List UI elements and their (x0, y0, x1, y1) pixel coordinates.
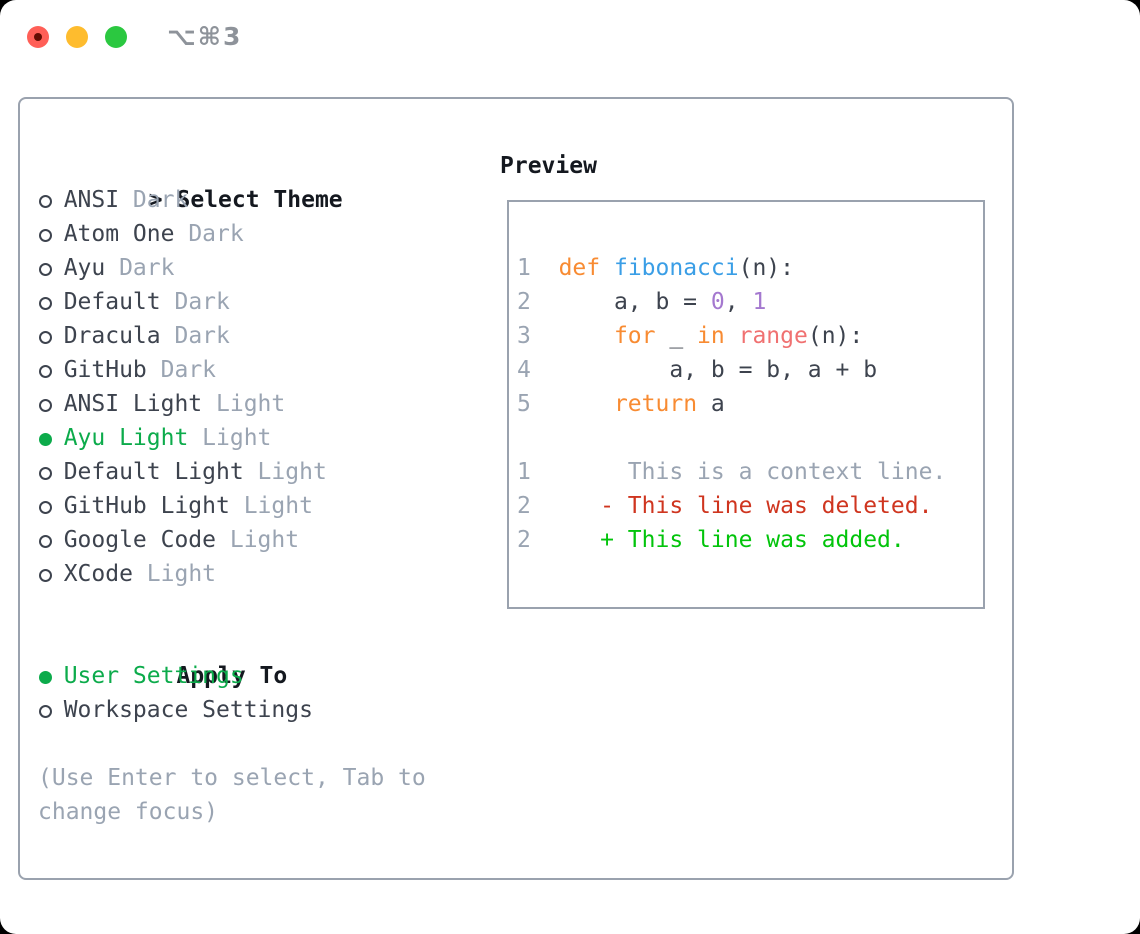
window-title: ⌥⌘3 (167, 22, 243, 51)
option-variant: Light (202, 391, 286, 417)
code-line: 3 for _ in range(n): (517, 323, 864, 349)
option-label: ANSI Light (63, 391, 203, 417)
option-variant: Dark (160, 289, 230, 315)
maximize-button[interactable] (105, 26, 127, 48)
theme-option[interactable]: Default Dark (38, 285, 486, 319)
spacer (38, 727, 486, 761)
theme-option[interactable]: XCode Light (38, 557, 486, 591)
option-variant: Dark (174, 221, 244, 247)
option-label: Google Code (63, 527, 217, 553)
radio-selected-icon (39, 671, 52, 684)
line-number (517, 425, 531, 451)
theme-option[interactable]: ANSI Light Light (38, 387, 486, 421)
theme-option[interactable]: Ayu Light Light (38, 421, 486, 455)
preview-header: Preview (500, 153, 597, 179)
minimize-button[interactable] (66, 26, 88, 48)
line-number: 1 (517, 459, 531, 485)
code-preview: 1 def fibonacci(n): 2 a, b = 0, 1 3 for _ … (517, 251, 946, 557)
code-line: 5 return a (517, 391, 725, 417)
apply-to-option[interactable]: User Settings (38, 659, 486, 693)
radio-icon (39, 535, 52, 548)
option-label: Dracula (63, 323, 161, 349)
radio-icon (39, 705, 52, 718)
radio-icon (39, 399, 52, 412)
radio-icon (39, 365, 52, 378)
radio-icon (39, 229, 52, 242)
spacer (38, 591, 486, 625)
option-label: Workspace Settings (63, 697, 313, 723)
line-number: 2 (517, 493, 531, 519)
line-number: 5 (517, 391, 531, 417)
option-variant: Dark (105, 255, 175, 281)
option-label: XCode (63, 561, 133, 587)
close-dot-icon (34, 33, 42, 41)
option-variant: Light (229, 493, 313, 519)
option-variant: Dark (160, 323, 230, 349)
radio-icon (39, 467, 52, 480)
line-number: 1 (517, 255, 531, 281)
close-button[interactable] (27, 26, 49, 48)
theme-option[interactable]: Default Light Light (38, 455, 486, 489)
radio-icon (39, 297, 52, 310)
apply-to-option[interactable]: Workspace Settings (38, 693, 486, 727)
line-number: 2 (517, 289, 531, 315)
option-variant: Dark (119, 187, 189, 213)
option-variant: Light (132, 561, 217, 587)
code-line: 2 a, b = 0, 1 (517, 289, 767, 315)
option-label: Ayu Light (63, 425, 189, 451)
apply-to-header: Apply To (38, 625, 486, 689)
theme-option[interactable]: Dracula Dark (38, 319, 486, 353)
option-label: Atom One (63, 221, 175, 247)
radio-icon (39, 263, 52, 276)
line-number: 3 (517, 323, 531, 349)
line-number: 2 (517, 527, 531, 553)
option-label: GitHub (63, 357, 147, 383)
code-line: 1 def fibonacci(n): (517, 255, 794, 281)
option-label: User Settings (63, 663, 244, 689)
radio-selected-icon (39, 433, 52, 446)
option-variant: Dark (146, 357, 217, 383)
hint-text: (Use Enter to select, Tab to change focu… (38, 765, 426, 825)
radio-icon (39, 501, 52, 514)
option-label: Default (63, 289, 161, 315)
cursor-icon: > (148, 187, 163, 213)
theme-option[interactable]: ANSI Dark (38, 183, 486, 217)
select-theme-title: Select Theme (176, 187, 343, 213)
titlebar: ⌥⌘3 (0, 0, 1140, 76)
theme-option[interactable]: Google Code Light (38, 523, 486, 557)
radio-icon (39, 195, 52, 208)
line-number: 4 (517, 357, 531, 383)
code-line: 2 - This line was deleted. (517, 493, 933, 519)
option-variant: Light (216, 527, 300, 553)
radio-icon (39, 569, 52, 582)
radio-icon (39, 331, 52, 344)
option-label: GitHub Light (63, 493, 230, 519)
theme-option[interactable]: GitHub Dark (38, 353, 486, 387)
theme-option[interactable]: Atom One Dark (38, 217, 486, 251)
apply-to-title: Apply To (176, 663, 288, 689)
preview-box: 1 def fibonacci(n): 2 a, b = 0, 1 3 for _ … (507, 200, 985, 609)
code-line: 4 a, b = b, a + b (517, 357, 878, 383)
select-theme-header: > Select Theme (38, 149, 486, 213)
theme-option[interactable]: GitHub Light Light (38, 489, 486, 523)
theme-option[interactable]: Ayu Dark (38, 251, 486, 285)
code-line: 2 + This line was added. (517, 527, 905, 553)
code-line (517, 421, 946, 455)
option-label: Ayu (63, 255, 106, 281)
option-label: ANSI (63, 187, 120, 213)
option-label: Default Light (63, 459, 244, 485)
option-variant: Light (188, 425, 272, 451)
option-variant: Light (243, 459, 327, 485)
code-line: 1 This is a context line. (517, 459, 947, 485)
